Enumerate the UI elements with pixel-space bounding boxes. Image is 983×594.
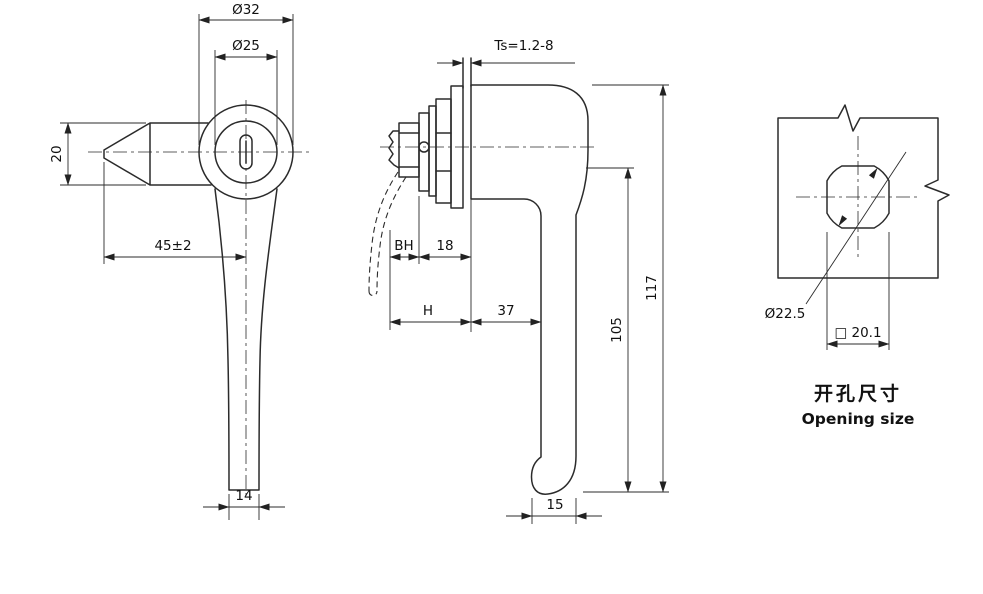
dim-offset-label: 37 [497,303,514,319]
panel-outline [777,104,950,279]
dim-nut-depth-label: 18 [436,238,453,254]
dim-nut-depth: 18 [418,238,472,261]
opening-caption-en: Opening size [802,410,915,428]
side-view: Ts=1.2-8 BH 18 H 37 105 [368,38,669,524]
dim-bh: BH [389,196,420,330]
dim-square-size: □ 20.1 [826,232,890,350]
dim-inner-height: 105 [583,167,669,493]
dim-dia-outer-label: Ø32 [232,2,260,18]
dim-offset: 37 [470,303,542,326]
dim-hook-width: 15 [506,497,602,524]
dim-panel-thickness-label: Ts=1.2-8 [493,38,553,54]
handle-grip-front [214,188,278,491]
dim-hook-width-label: 15 [546,497,563,513]
dim-latch-length-label: 45±2 [154,238,191,254]
dim-total-height-label: 117 [644,275,660,301]
dim-h-label: H [423,303,433,319]
cutout-outline [826,165,890,229]
opening-view: Ø22.5 □ 20.1 开孔尺寸 Opening size [765,104,950,428]
wire-clip-hidden [368,171,407,297]
front-view: Ø32 Ø25 20 45±2 14 [49,2,312,520]
latch-cam [103,122,212,186]
opening-caption-cn: 开孔尺寸 [814,382,902,405]
dim-h: H [389,303,472,326]
dim-bh-label: BH [394,238,413,254]
dim-dia-inner: Ø25 [214,38,278,145]
dim-latch-length: 45±2 [103,162,247,264]
dim-latch-height-label: 20 [49,145,65,162]
dim-panel-thickness: Ts=1.2-8 [437,38,575,67]
handle-profile [470,84,589,495]
dim-dia-outer: Ø32 [198,2,294,145]
dim-grip-width: 14 [203,488,285,520]
key-end [388,130,400,169]
dim-dia-inner-label: Ø25 [232,38,260,54]
dim-hole-dia-label: Ø22.5 [765,306,806,322]
cutout-centerlines [796,136,920,260]
dim-latch-height: 20 [49,122,146,186]
dim-total-height: 117 [592,84,669,493]
dim-inner-height-label: 105 [609,317,625,343]
dim-square-size-label: □ 20.1 [834,325,881,341]
dim-grip-width-label: 14 [235,488,252,504]
dim-hole-dia: Ø22.5 [765,151,907,322]
